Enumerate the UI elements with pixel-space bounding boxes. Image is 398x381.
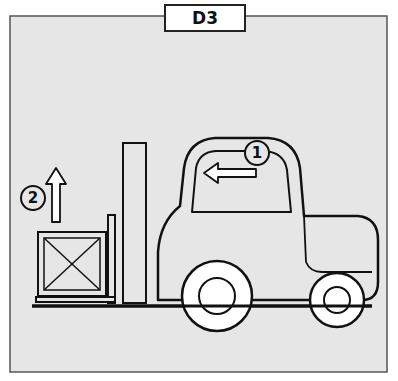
drive-arrow [204,163,256,183]
mast [123,143,146,303]
panel-tab: D3 [164,4,246,32]
ground-line-front [32,305,372,308]
crate [38,232,106,296]
hood-line [304,216,372,272]
panel-label: D3 [192,8,218,28]
ground-line [32,305,372,308]
callout-number: 1 [252,146,262,161]
fork-carriage [108,215,115,303]
rear-wheel [310,273,364,327]
callout-circle: 2 [20,185,46,211]
fork-tine [36,297,115,302]
panel-frame [10,16,387,372]
cab-window [192,151,291,212]
callout-circle: 1 [244,140,270,166]
lift-arrow [46,168,66,222]
callout-number: 2 [28,191,38,206]
front-wheel [182,261,252,331]
